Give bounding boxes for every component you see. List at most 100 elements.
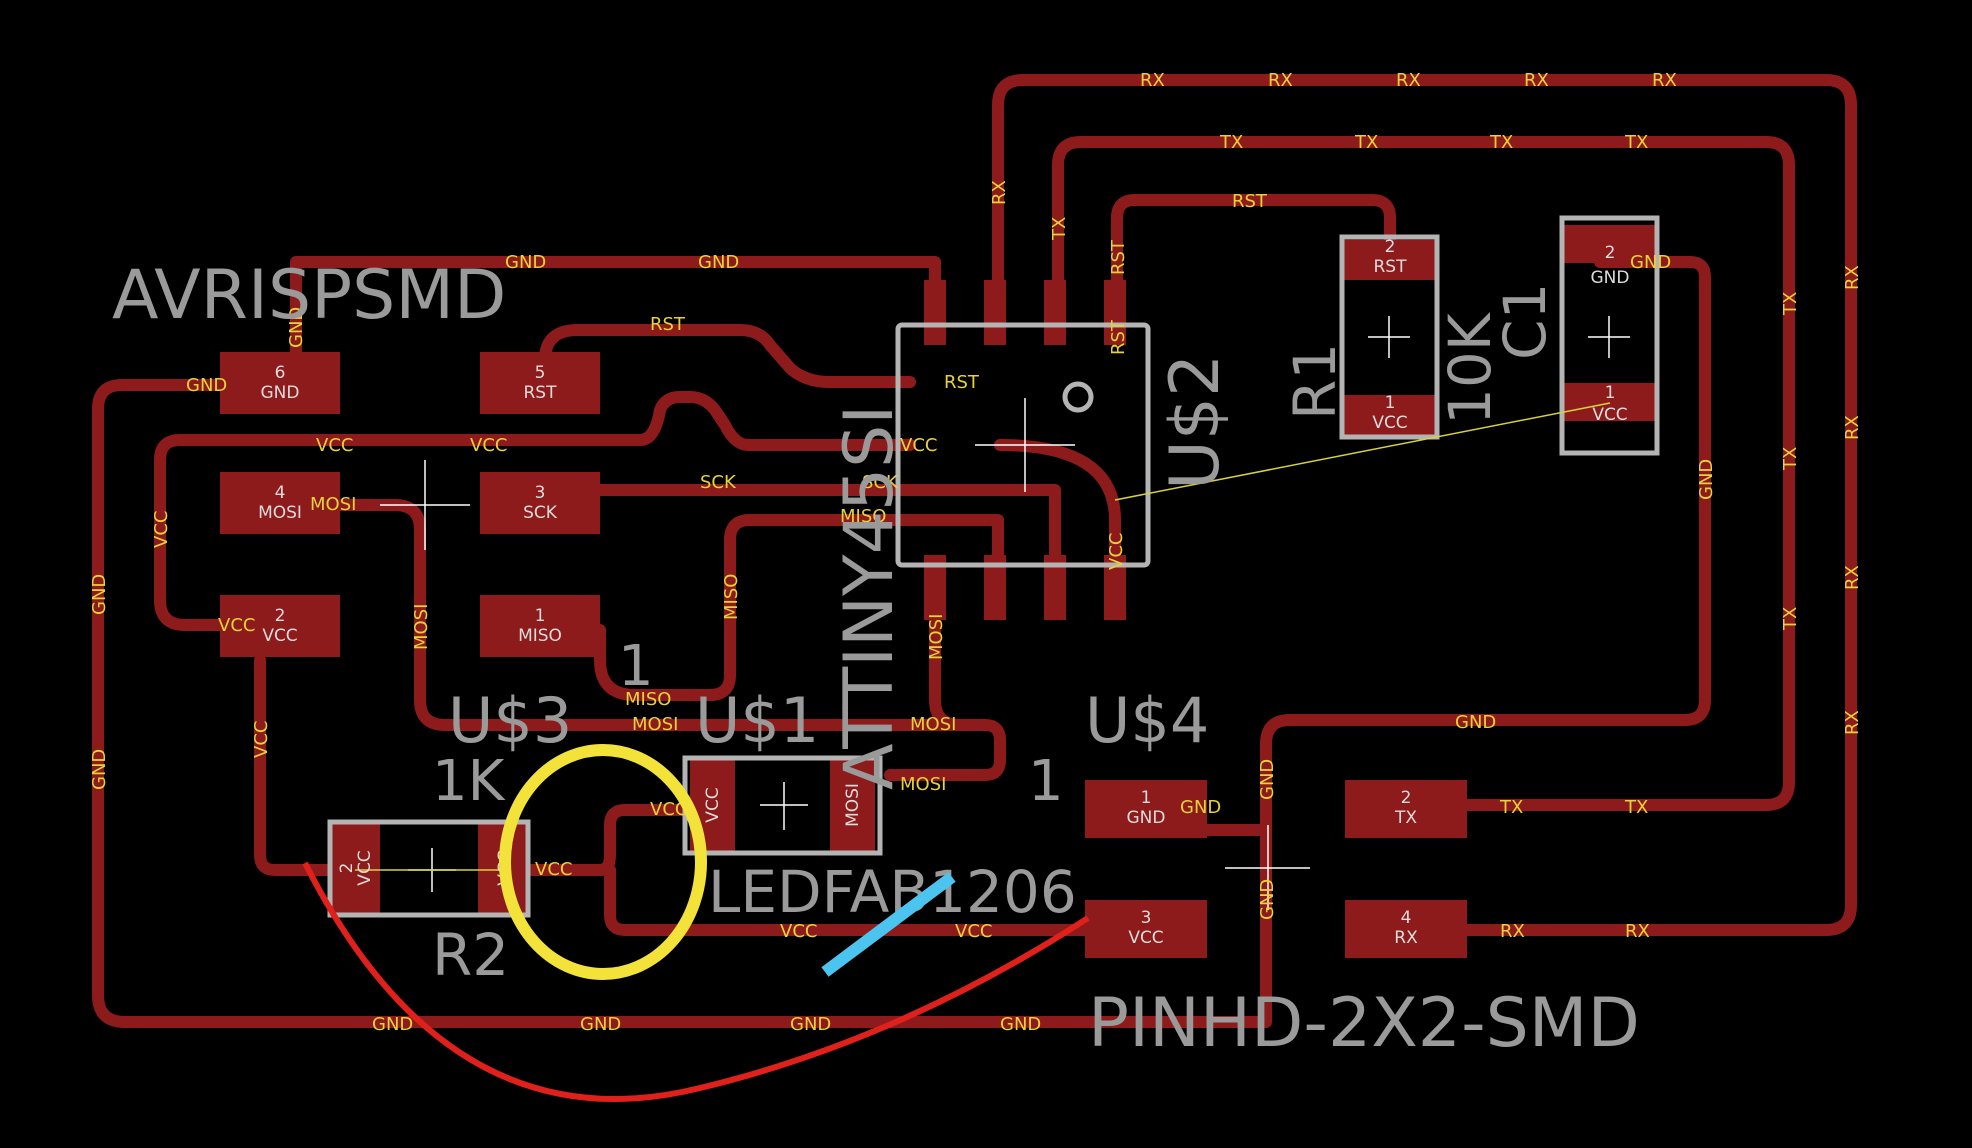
label-r1-value: 10K bbox=[1436, 311, 1504, 425]
pad-isp-6[interactable] bbox=[220, 352, 340, 414]
net-label-vcc: VCC bbox=[650, 799, 687, 820]
pad-label: 1 bbox=[1385, 393, 1396, 413]
net-label-gnd: GND bbox=[790, 1014, 831, 1035]
net-label-rx: RX bbox=[1625, 921, 1650, 942]
pad-label: 4 bbox=[1401, 908, 1412, 928]
trace-tx bbox=[1052, 136, 1795, 811]
pad-c1-1[interactable] bbox=[1562, 383, 1657, 421]
net-label-gnd: GND bbox=[698, 252, 739, 273]
pad-label: VCC bbox=[1592, 405, 1627, 425]
pad-label: 4 bbox=[275, 483, 286, 503]
pad-chip-1[interactable] bbox=[924, 555, 946, 620]
pin1-marker-isp: 1 bbox=[618, 634, 654, 699]
annotation-blue-bar bbox=[821, 872, 956, 977]
pad-label: 3 bbox=[1141, 908, 1152, 928]
pad-label: 1 bbox=[535, 606, 546, 626]
pad-r2-2[interactable] bbox=[330, 822, 380, 915]
pad-r1-1[interactable] bbox=[1342, 395, 1437, 435]
pad-label: VCC bbox=[1372, 413, 1407, 433]
net-label-rx: RX bbox=[1268, 70, 1293, 91]
pad-label: RST bbox=[1374, 257, 1408, 277]
net-label-rx: RX bbox=[989, 180, 1010, 205]
pad-label: GND bbox=[1591, 268, 1630, 288]
trace-vcc-chip bbox=[994, 439, 1121, 596]
pad-label: 3 bbox=[535, 483, 546, 503]
net-label-rx: RX bbox=[1652, 70, 1677, 91]
pad-r1-2[interactable] bbox=[1342, 240, 1437, 280]
net-label-gnd: GND bbox=[372, 1014, 413, 1035]
outline-r1 bbox=[1339, 234, 1440, 440]
trace-rx bbox=[992, 74, 1857, 936]
pad-hdr-1[interactable] bbox=[1085, 780, 1207, 838]
pad-led-cathode[interactable] bbox=[830, 758, 875, 853]
pad-chip-4[interactable] bbox=[1104, 555, 1126, 620]
pad-hdr-2[interactable] bbox=[1345, 780, 1467, 838]
net-label-tx: TX bbox=[1780, 292, 1801, 316]
net-label-miso: MISO bbox=[840, 506, 886, 527]
copper-traces bbox=[92, 74, 1857, 1028]
pad-label: 2 bbox=[1605, 243, 1616, 263]
pad-chip-2[interactable] bbox=[984, 555, 1006, 620]
pad-label: VCC bbox=[262, 626, 297, 646]
net-label-gnd: GND bbox=[505, 252, 546, 273]
trace-rst-top bbox=[1111, 194, 1396, 291]
net-label-gnd: GND bbox=[1000, 1014, 1041, 1035]
pad-isp-3[interactable] bbox=[480, 472, 600, 534]
pad-label: 5 bbox=[535, 363, 546, 383]
net-label-mosi: MOSI bbox=[910, 714, 956, 735]
outline-r2 bbox=[327, 819, 531, 918]
pad-label: 2 bbox=[1401, 788, 1412, 808]
pad-label: GND bbox=[1127, 808, 1166, 828]
net-label-gnd: GND bbox=[286, 307, 307, 348]
pad-label: MOSI bbox=[843, 783, 863, 827]
net-label-gnd: GND bbox=[89, 574, 110, 615]
label-c1: C1 bbox=[1491, 283, 1559, 360]
pad-label: VCC bbox=[703, 787, 723, 822]
pad-isp-2[interactable] bbox=[220, 595, 340, 657]
label-u3: U$3 bbox=[448, 684, 572, 757]
trace-rst-isp bbox=[539, 324, 916, 388]
trace-miso bbox=[594, 514, 1004, 701]
trace-gnd-right bbox=[1194, 256, 1711, 836]
trace-gnd-left bbox=[92, 379, 1272, 1028]
net-label-gnd: GND bbox=[1180, 797, 1221, 818]
net-label-vcc: VCC bbox=[535, 859, 572, 880]
label-r2-value: 1K bbox=[432, 749, 506, 814]
trace-mosi-chip bbox=[929, 584, 966, 731]
net-label-rst: RST bbox=[650, 314, 686, 335]
pad-chip-8[interactable] bbox=[924, 280, 946, 345]
pad-label: TX bbox=[1394, 808, 1417, 828]
pad-hdr-3[interactable] bbox=[1085, 900, 1207, 958]
label-u1: U$1 bbox=[695, 684, 819, 757]
net-label-tx: TX bbox=[1219, 132, 1243, 153]
net-label-rx: RX bbox=[1396, 70, 1421, 91]
net-label-vcc: VCC bbox=[316, 435, 353, 456]
pad-isp-4[interactable] bbox=[220, 472, 340, 534]
net-label-gnd: GND bbox=[1455, 712, 1496, 733]
trace-vcc-r2 bbox=[254, 654, 336, 876]
label-u4: U$4 bbox=[1085, 684, 1209, 757]
pad-chip-7[interactable] bbox=[984, 280, 1006, 345]
pad-label: 2 bbox=[337, 863, 357, 874]
net-label-rx: RX bbox=[1524, 70, 1549, 91]
annotation-yellow-circle bbox=[499, 744, 707, 980]
pad-c1-2[interactable] bbox=[1562, 225, 1657, 263]
pad-label: VCC bbox=[1128, 928, 1163, 948]
label-avrispsmd: AVRISPSMD bbox=[112, 256, 506, 335]
net-label-vcc: VCC bbox=[900, 435, 937, 456]
pad-chip-5[interactable] bbox=[1104, 280, 1126, 345]
pad-isp-1[interactable] bbox=[480, 595, 600, 657]
net-label-tx: TX bbox=[1780, 607, 1801, 631]
label-u2: U$2 bbox=[1156, 354, 1235, 490]
pad-chip-6[interactable] bbox=[1044, 280, 1066, 345]
label-pinhd-2x2-smd: PINHD-2X2-SMD bbox=[1088, 984, 1640, 1063]
net-label-mosi: MOSI bbox=[632, 714, 678, 735]
net-label-rst: RST bbox=[1108, 239, 1129, 275]
net-label-vcc: VCC bbox=[470, 435, 507, 456]
pad-hdr-4[interactable] bbox=[1345, 900, 1467, 958]
outline-attiny bbox=[895, 322, 1151, 568]
pad-chip-3[interactable] bbox=[1044, 555, 1066, 620]
net-label-gnd: GND bbox=[1630, 252, 1671, 273]
pad-label: 2 bbox=[275, 606, 286, 626]
pad-isp-5[interactable] bbox=[480, 352, 600, 414]
